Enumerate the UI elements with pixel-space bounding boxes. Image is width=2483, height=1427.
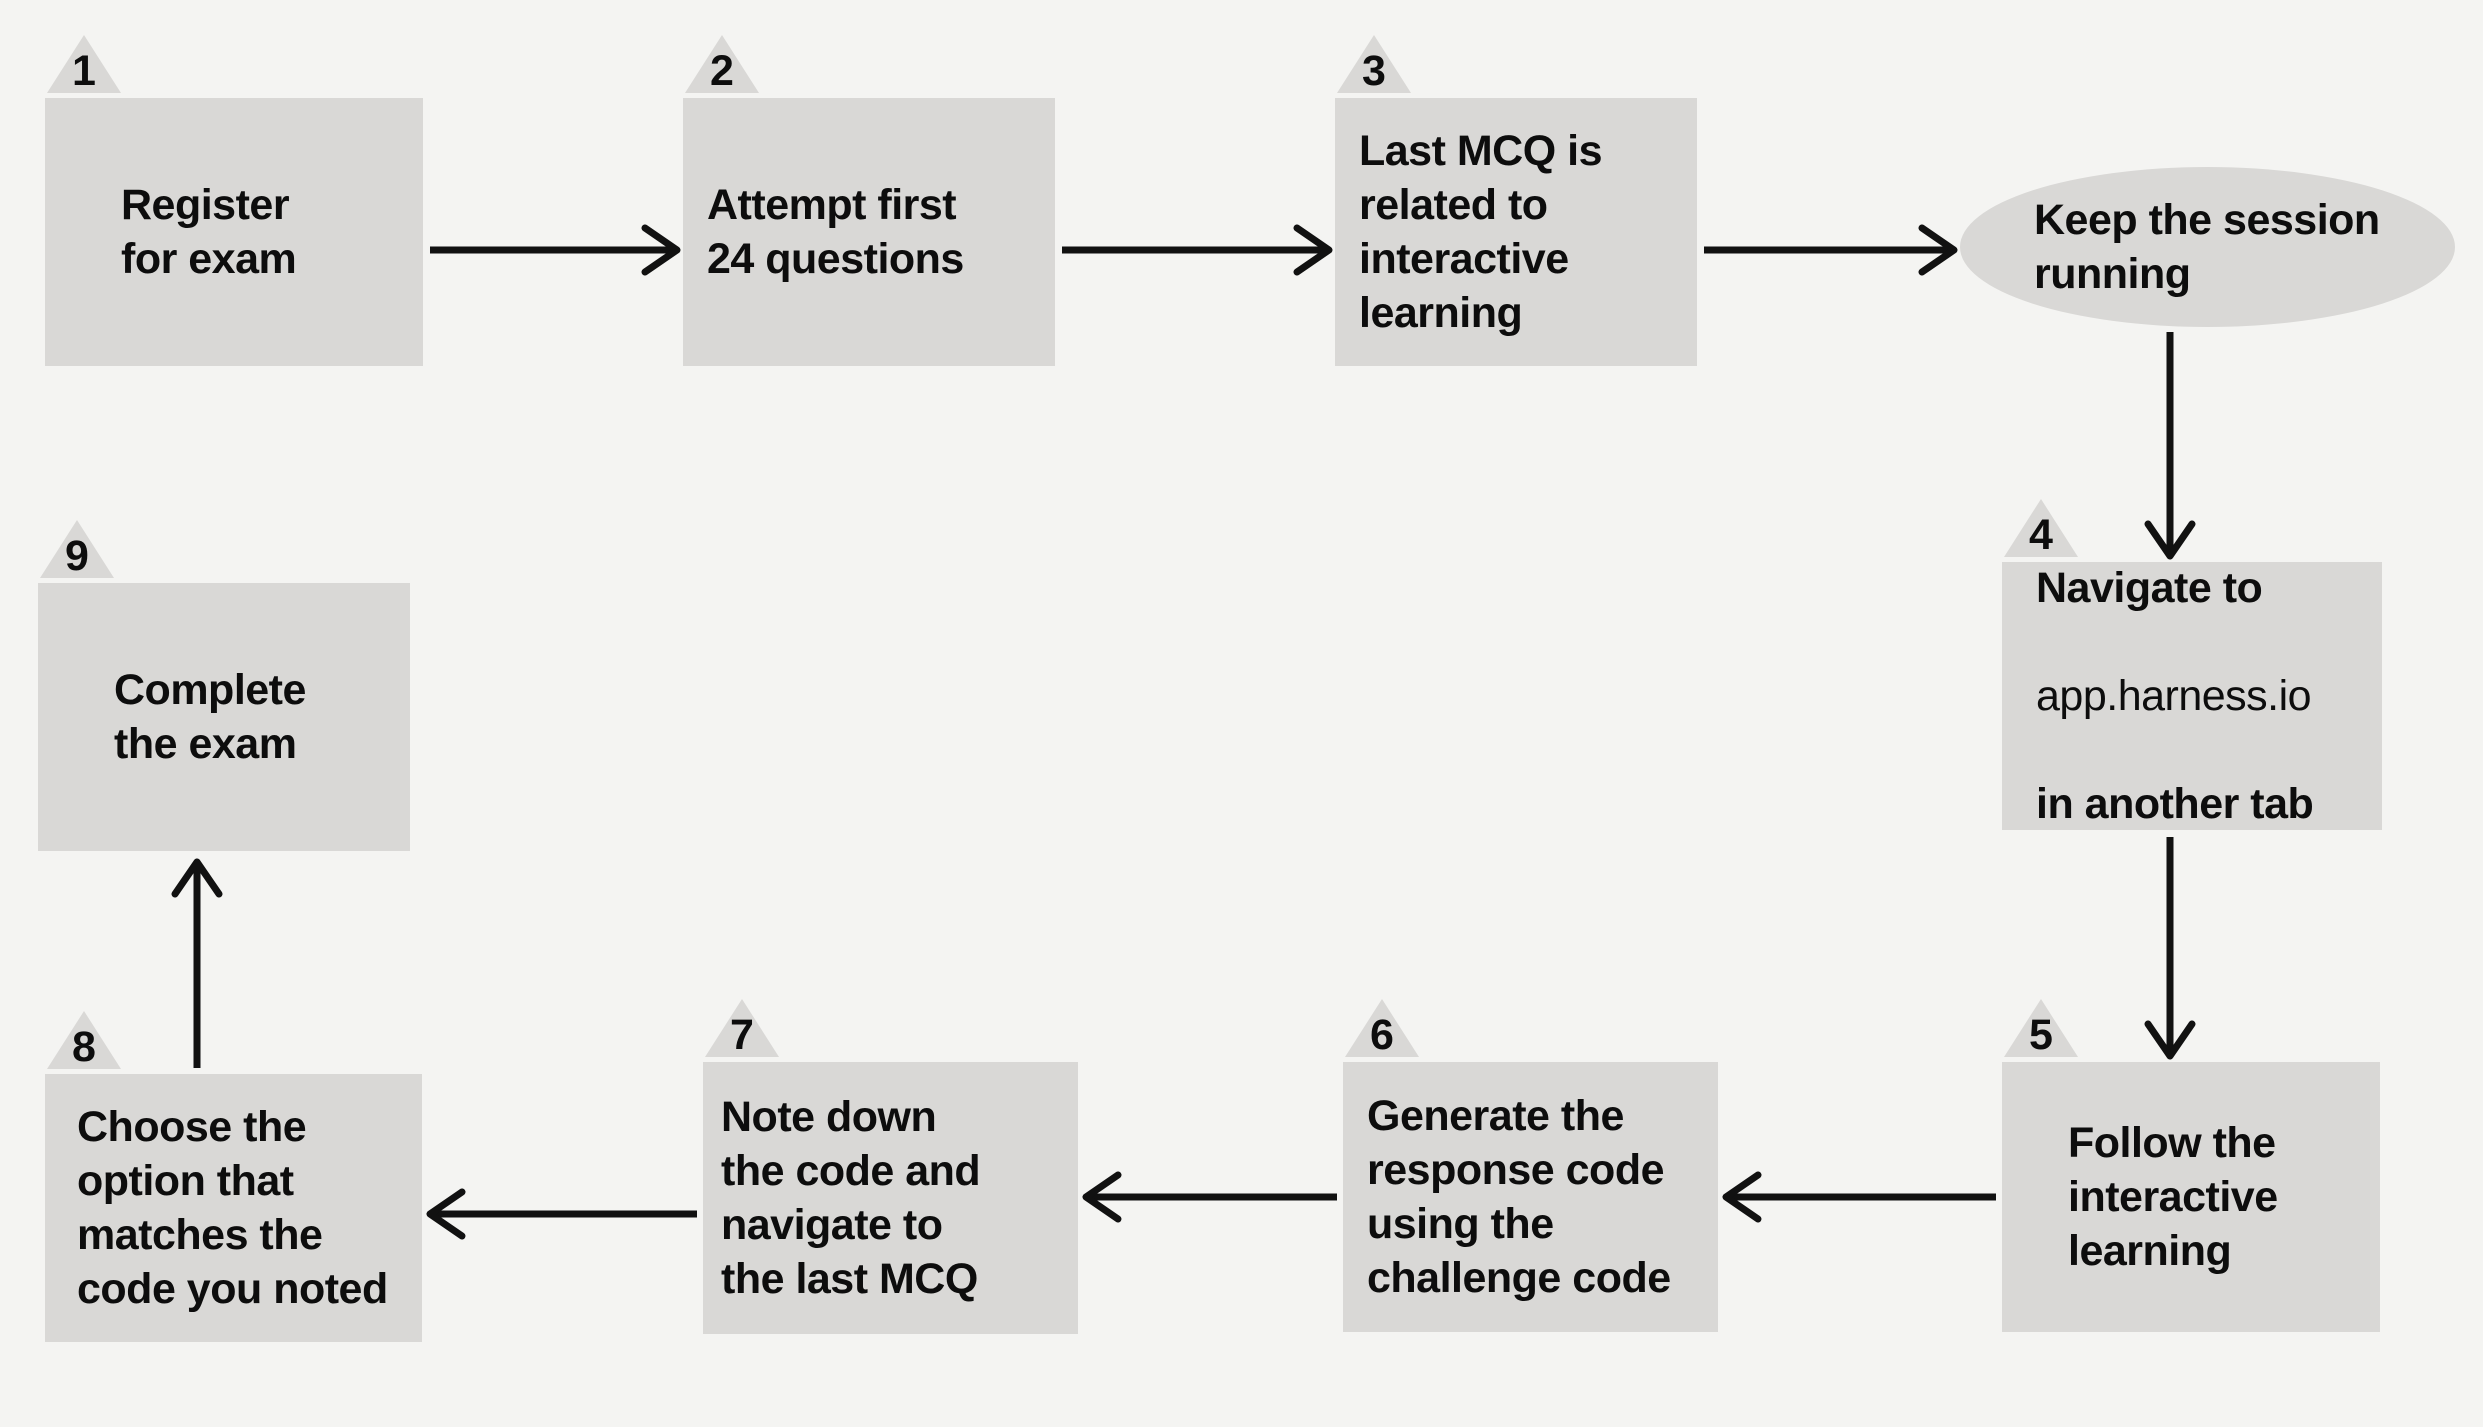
step-badge-9: 9 (40, 520, 114, 578)
step-box-8: 8 Choose the option that matches the cod… (45, 1011, 422, 1342)
step-badge-6: 6 (1345, 999, 1419, 1057)
step-number: 6 (1370, 1011, 1394, 1059)
step-number: 7 (730, 1011, 754, 1059)
step-box-2: 2 Attempt first 24 questions (683, 35, 1055, 366)
step-number: 2 (710, 47, 734, 95)
step-box-9: 9 Complete the exam (38, 520, 410, 851)
step-label: Choose the option that matches the code … (77, 1103, 388, 1313)
step-badge-4: 4 (2004, 499, 2078, 557)
step-label-line: Navigate to (2036, 564, 2263, 612)
step-label: Note down the code and navigate to the l… (721, 1093, 981, 1303)
step-number: 4 (2029, 511, 2053, 559)
step-badge-2: 2 (685, 35, 759, 93)
step-label: Complete the exam (114, 666, 306, 768)
step-number: 9 (65, 532, 89, 580)
step-label: Last MCQ is related to interactive learn… (1359, 127, 1603, 337)
step-box-1: 1 Register for exam (45, 35, 423, 366)
step-label: Generate the response code using the cha… (1367, 1092, 1671, 1302)
keep-session-ellipse: Keep the session running (1960, 167, 2455, 327)
step-box-6: 6 Generate the response code using the c… (1343, 999, 1718, 1332)
step-number: 8 (72, 1023, 96, 1071)
step-badge-5: 5 (2004, 999, 2078, 1057)
step-box-5: 5 Follow the interactive learning (2002, 999, 2380, 1332)
step-box-7: 7 Note down the code and navigate to the… (703, 999, 1078, 1334)
step-number: 1 (72, 47, 96, 95)
step-label: Register for exam (121, 181, 297, 283)
step-number: 5 (2029, 1011, 2053, 1059)
step-number: 3 (1362, 47, 1386, 95)
step-box-3: 3 Last MCQ is related to interactive lea… (1335, 35, 1697, 366)
step-badge-3: 3 (1337, 35, 1411, 93)
step-label-line: in another tab (2036, 780, 2314, 828)
step-label: Attempt first 24 questions (707, 181, 964, 283)
step-badge-1: 1 (47, 35, 121, 93)
step-label: Follow the interactive learning (2068, 1119, 2278, 1275)
step-box-4: 4 Navigate to app.harness.io in another … (2002, 499, 2382, 830)
step-badge-7: 7 (705, 999, 779, 1057)
step-label-line: app.harness.io (2036, 672, 2312, 720)
terminal-label: Keep the session running (2034, 196, 2380, 298)
step-label: Navigate to app.harness.io in another ta… (2002, 507, 2314, 885)
step-badge-8: 8 (47, 1011, 121, 1069)
